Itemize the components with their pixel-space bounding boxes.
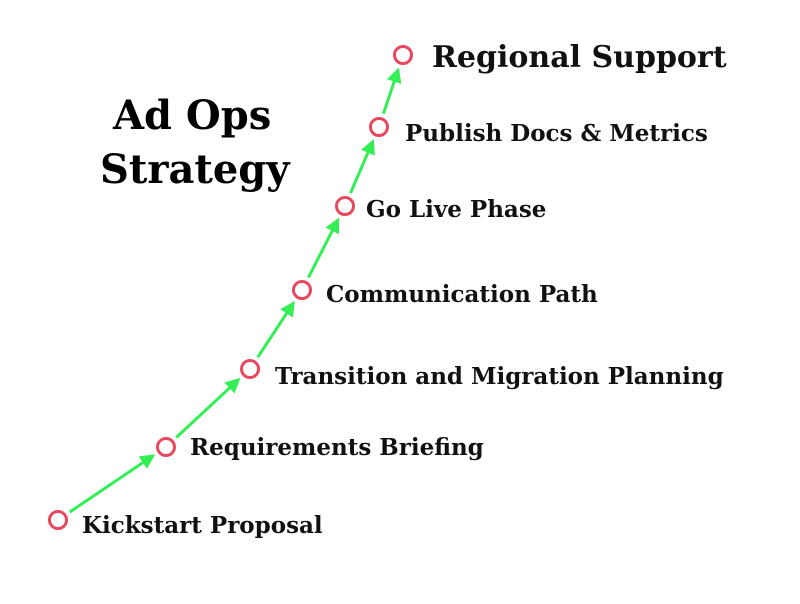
connector-arrow xyxy=(175,377,241,439)
diagram-title-line-2: Strategy xyxy=(100,146,290,193)
connector-arrow xyxy=(68,454,156,514)
connector-arrow xyxy=(349,138,375,194)
connector-arrow xyxy=(256,300,295,359)
step-marker-icon xyxy=(335,196,355,216)
step-label: Regional Support xyxy=(432,40,727,75)
step-marker-icon xyxy=(240,359,260,379)
step-marker-icon xyxy=(156,437,176,457)
step-label: Communication Path xyxy=(326,281,598,308)
step-label: Kickstart Proposal xyxy=(82,512,323,539)
step-marker-icon xyxy=(292,280,312,300)
step-marker-icon xyxy=(393,45,413,65)
step-label: Requirements Briefing xyxy=(190,434,484,461)
step-label: Publish Docs & Metrics xyxy=(405,120,708,147)
connector-arrow xyxy=(382,67,402,115)
diagram-title-line-1: Ad Ops xyxy=(113,92,272,139)
step-marker-icon xyxy=(48,510,68,530)
step-label: Go Live Phase xyxy=(366,196,547,223)
step-label: Transition and Migration Planning xyxy=(275,363,724,390)
step-marker-icon xyxy=(369,117,389,137)
connector-arrow xyxy=(307,217,340,279)
